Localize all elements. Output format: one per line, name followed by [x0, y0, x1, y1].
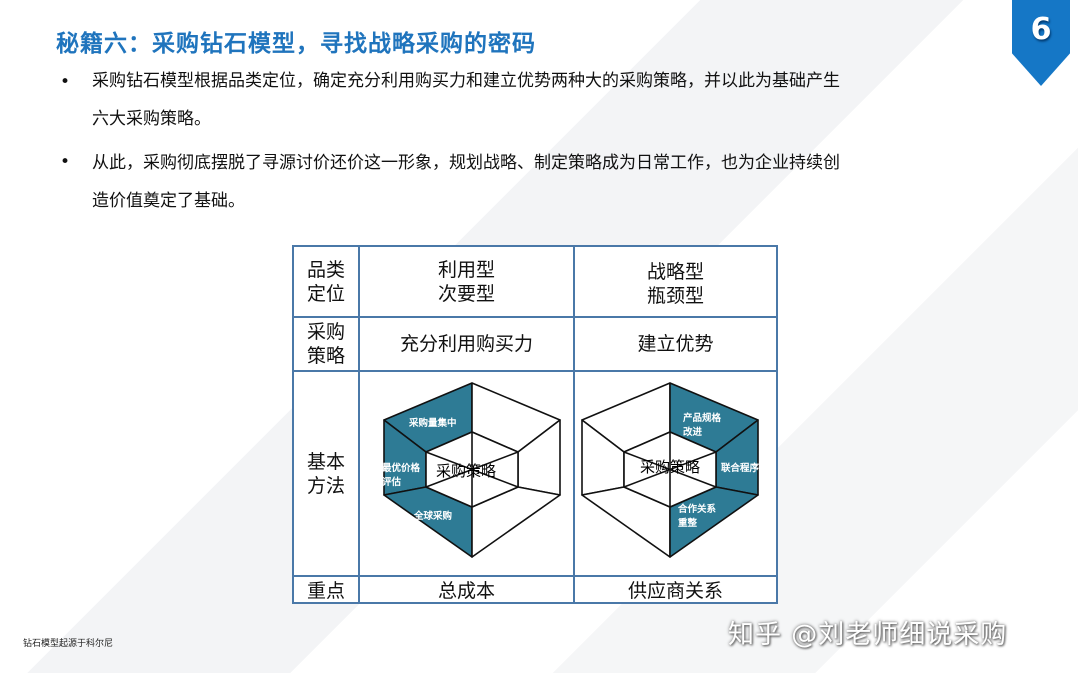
segment-label: 全球采购: [414, 511, 453, 522]
row-label-focus: 重点: [306, 579, 345, 602]
focus-right: 供应商关系: [627, 579, 723, 602]
row-label-method: 基本 方法: [306, 450, 345, 497]
left-hexagon-diagram: [383, 382, 561, 558]
bullet-icon: •: [60, 152, 71, 172]
segment-label: 合作关系 重整: [678, 504, 717, 529]
category-left: 利用型 次要型: [437, 258, 495, 305]
category-right: 战略型 瓶颈型: [646, 260, 704, 307]
footnote: 钻石模型起源于科尔尼: [23, 639, 114, 649]
watermark: 知乎 @刘老师细说采购: [728, 620, 1008, 650]
strategy-left: 充分利用购买力: [399, 333, 533, 355]
focus-left: 总成本: [437, 579, 495, 602]
bullet-text-2: 从此，采购彻底摆脱了寻源讨价还价这一形象，规划战略、制定策略成为日常工作，也为企…: [92, 153, 840, 211]
bullet-icon: •: [60, 72, 71, 92]
segment-label: 最优价格 评估: [382, 463, 421, 488]
segment-label: 联合程序: [721, 463, 760, 474]
strategy-right: 建立优势: [637, 333, 714, 355]
row-label-strategy: 采购 策略: [306, 321, 345, 367]
hex-center-label: 采购策略: [640, 458, 701, 476]
page-title: 秘籍六：采购钻石模型，寻找战略采购的密码: [56, 31, 536, 57]
page-number: 6: [1030, 12, 1052, 47]
bullet-text-1: 采购钻石模型根据品类定位，确定充分利用购买力和建立优势两种大的采购策略，并以此为…: [92, 71, 840, 129]
segment-label: 产品规格 改进: [683, 413, 722, 438]
segment-label: 采购量集中: [409, 418, 457, 429]
row-label-category: 品类 定位: [306, 258, 345, 305]
right-hexagon-diagram: [581, 382, 759, 558]
hex-center-label: 采购策略: [436, 462, 497, 480]
